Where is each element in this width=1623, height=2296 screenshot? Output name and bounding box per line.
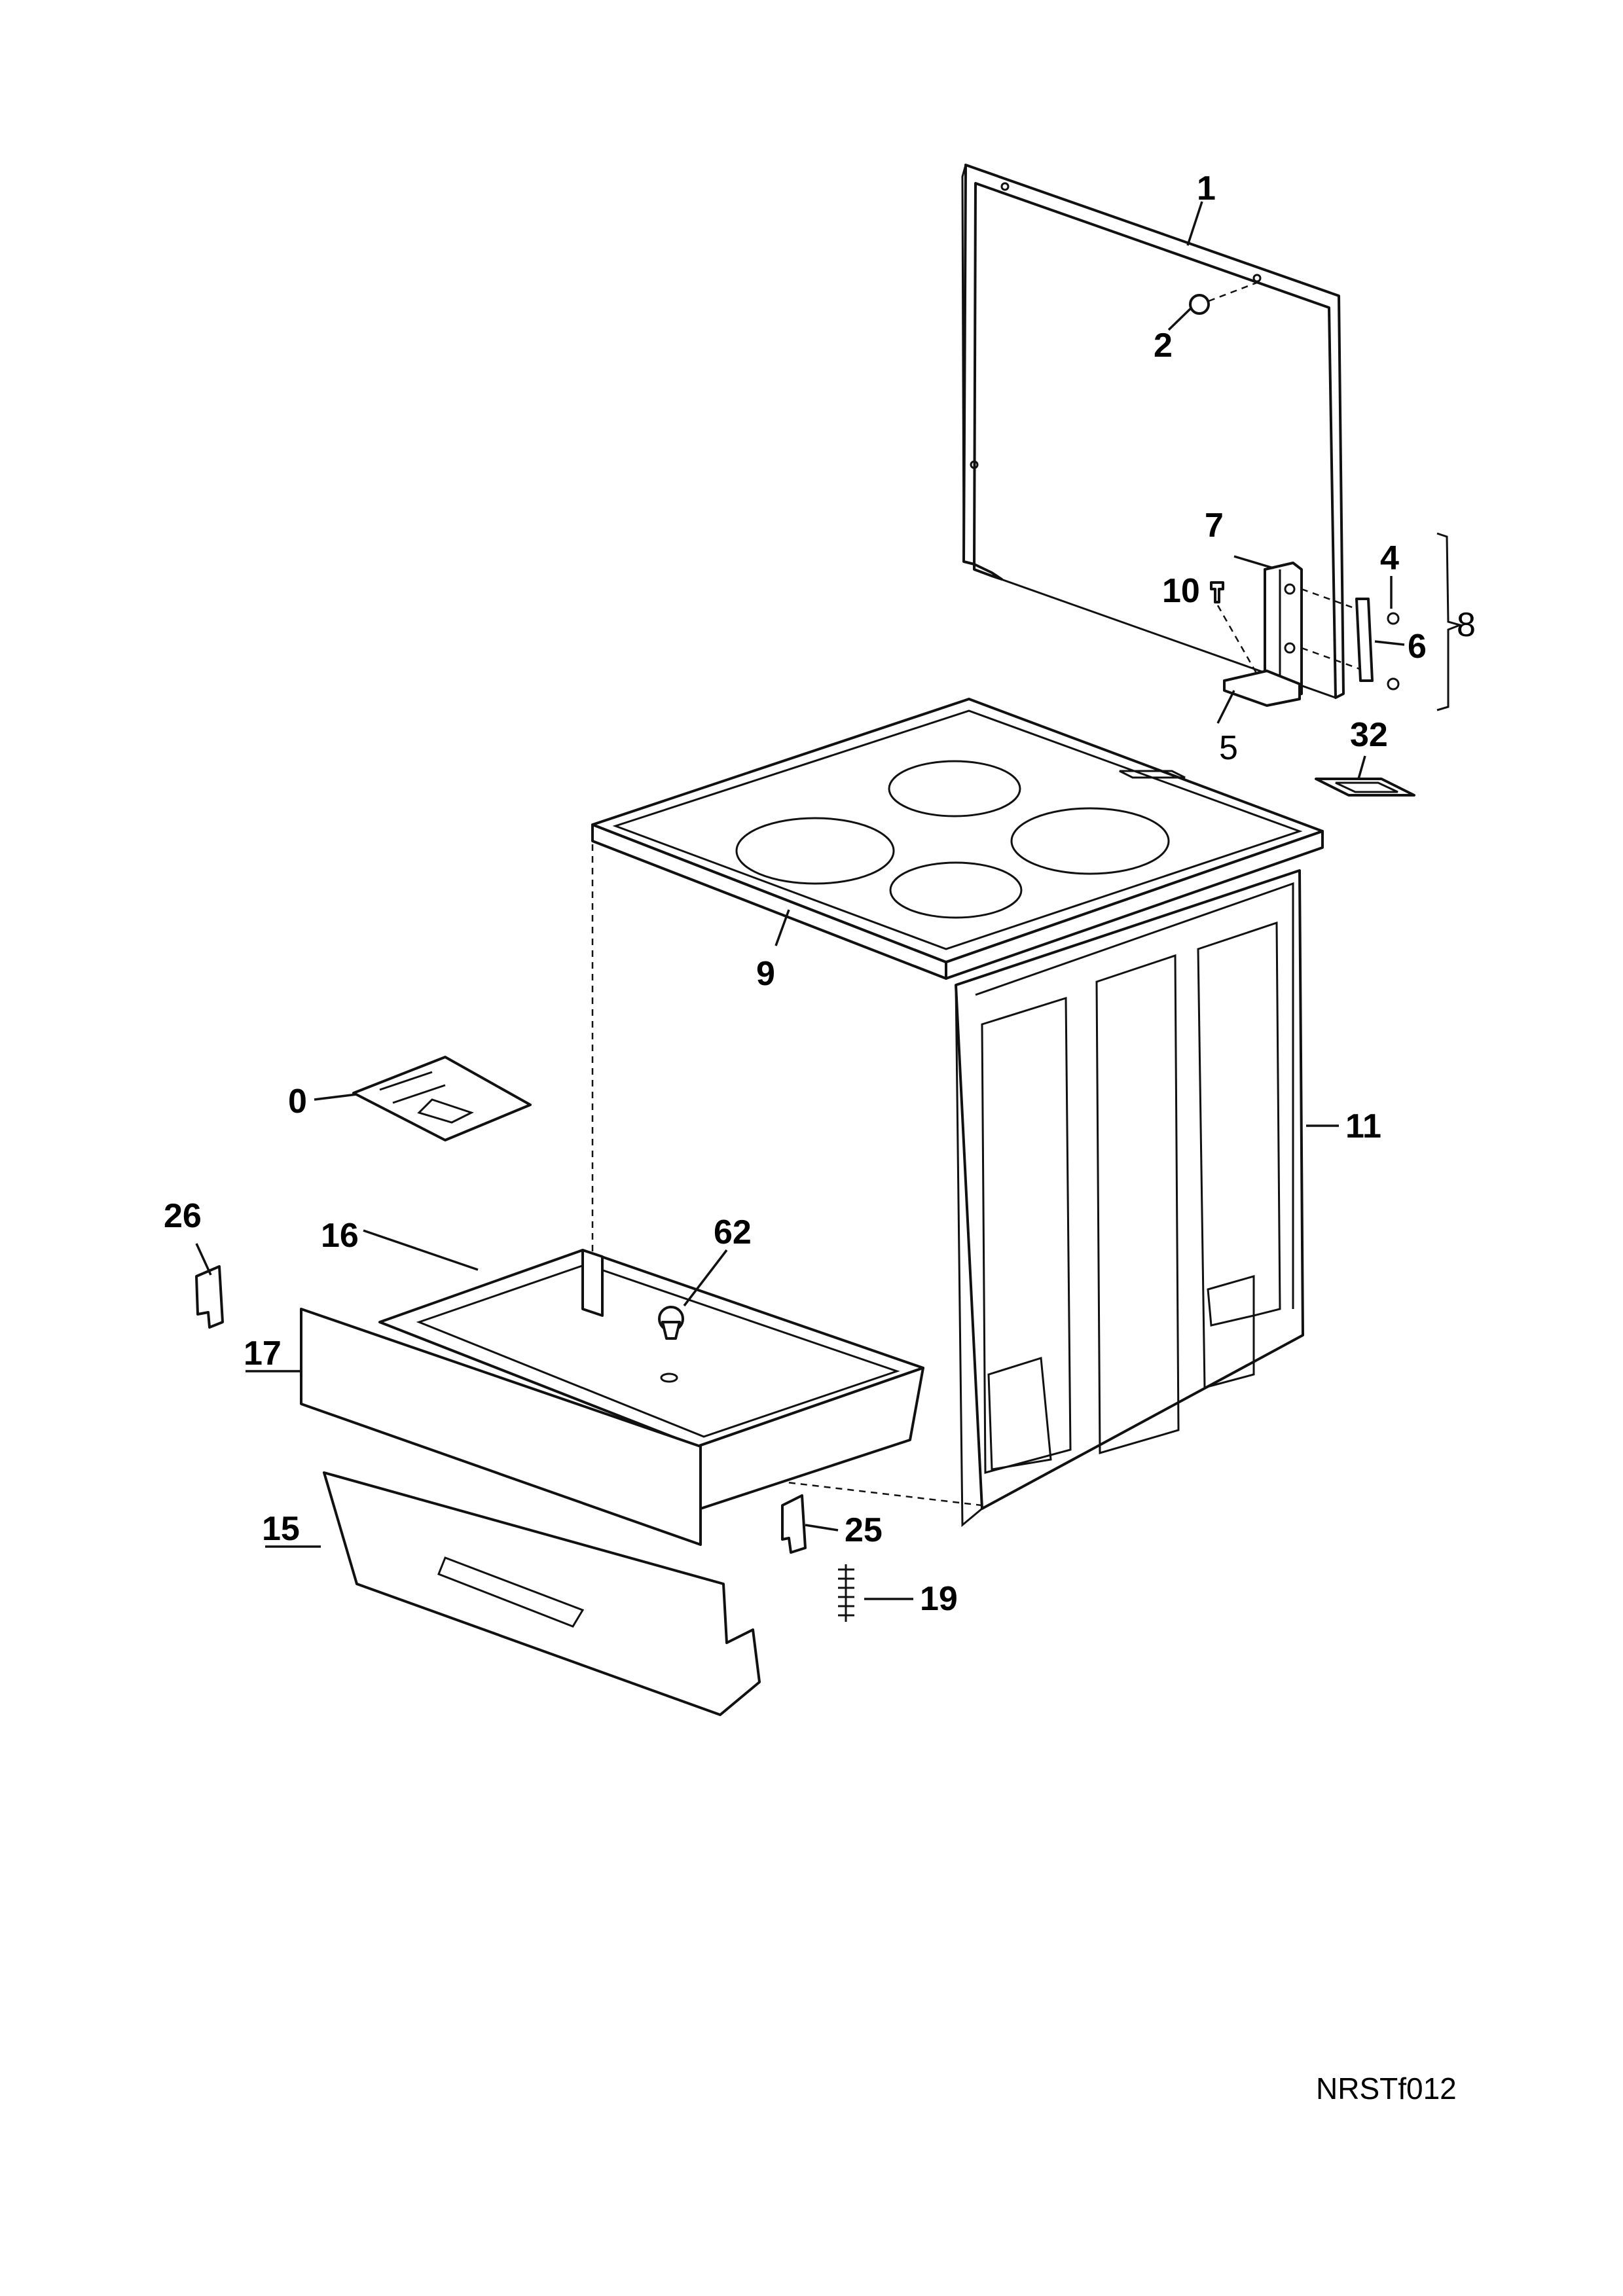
drawer [300, 1249, 924, 1546]
label-11: 11 [1345, 1107, 1381, 1145]
part-labels: 1 2 7 10 4 6 8 5 32 9 11 0 26 16 62 17 1… [164, 170, 1476, 2106]
label-6: 6 [1408, 628, 1427, 666]
hob-top [591, 698, 1324, 980]
label-32: 32 [1350, 716, 1388, 754]
label-10: 10 [1162, 572, 1200, 610]
label-26: 26 [164, 1197, 202, 1235]
vent-plate [1315, 778, 1415, 797]
label-1: 1 [1197, 170, 1216, 207]
label-62: 62 [714, 1213, 752, 1251]
spring [838, 1564, 854, 1622]
label-5: 5 [1219, 729, 1238, 767]
instruction-manual [352, 1056, 532, 1141]
leader-lines [195, 201, 1405, 1600]
label-16: 16 [321, 1217, 359, 1255]
label-4: 4 [1380, 539, 1399, 577]
label-2: 2 [1154, 327, 1173, 365]
bracket-right [781, 1494, 807, 1554]
drawer-front [323, 1471, 761, 1716]
label-9: 9 [756, 955, 775, 993]
lid-knob [1189, 279, 1264, 315]
label-17: 17 [244, 1335, 282, 1372]
label-25: 25 [845, 1511, 883, 1549]
label-0: 0 [288, 1083, 307, 1121]
label-8: 8 [1457, 606, 1476, 644]
label-7: 7 [1205, 507, 1224, 545]
hinge-assembly [1210, 532, 1463, 711]
bracket-left [195, 1265, 224, 1329]
diagram-code: NRSTf012 [1316, 2072, 1457, 2106]
label-15: 15 [262, 1510, 300, 1548]
label-19: 19 [920, 1580, 958, 1618]
